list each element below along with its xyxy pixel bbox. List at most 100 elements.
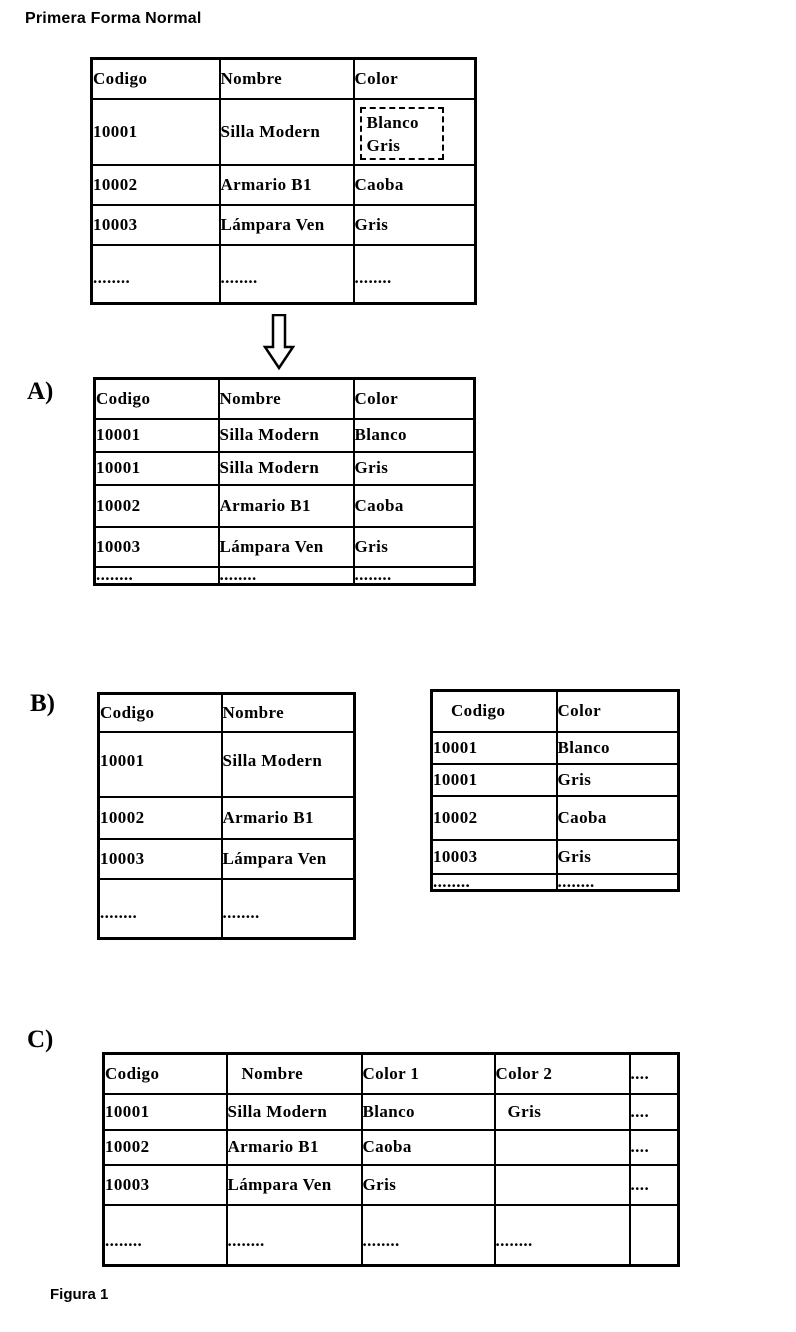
- column-header-color: Color: [555, 689, 680, 733]
- ellipsis-row: ........ ........ ........: [90, 243, 477, 305]
- header-row: Codigo Nombre: [97, 692, 356, 733]
- cell-nombre: Lámpara Ven: [218, 203, 355, 246]
- color-value: Blanco: [366, 113, 419, 132]
- section-label-b: B): [30, 690, 55, 717]
- cell-color: Caoba: [352, 163, 477, 206]
- multivalue-attribute-box: Blanco Gris: [359, 107, 444, 160]
- cell-codigo: 10001: [93, 450, 220, 486]
- cell-codigo: 10001: [430, 730, 558, 765]
- cell-color1: Blanco: [360, 1092, 496, 1131]
- cell-more: ....: [628, 1128, 680, 1166]
- cell-color: Gris: [555, 838, 680, 875]
- ellipsis-row: ........ ........ ........: [93, 565, 476, 586]
- header-row: Codigo Nombre Color: [93, 377, 476, 420]
- cell-color: Caoba: [555, 794, 680, 841]
- cell-codigo: 10001: [430, 762, 558, 797]
- table-row: 10001 Silla Modern Blanco Gris ....: [102, 1092, 680, 1131]
- cell-ellipsis: ........: [493, 1203, 631, 1267]
- cell-nombre: Armario B1: [220, 795, 356, 840]
- cell-color: Gris: [352, 525, 476, 568]
- cell-codigo: 10002: [97, 795, 223, 840]
- section-label-c: C): [27, 1026, 54, 1053]
- cell-codigo: 10001: [90, 97, 221, 166]
- table-row: 10003 Lámpara Ven Gris: [90, 203, 477, 246]
- column-header-color: Color: [352, 57, 477, 100]
- ellipsis-row: ........ ........: [430, 872, 680, 892]
- header-row: Codigo Color: [430, 689, 680, 733]
- cell-ellipsis: ........: [352, 565, 476, 586]
- cell-codigo: 10002: [102, 1128, 228, 1166]
- table-option-b-products: Codigo Nombre 10001 Silla Modern 10002 A…: [97, 692, 356, 940]
- column-header-nombre: Nombre: [220, 692, 356, 733]
- cell-codigo: 10003: [97, 837, 223, 880]
- cell-ellipsis: ........: [555, 872, 680, 892]
- cell-codigo: 10003: [430, 838, 558, 875]
- cell-ellipsis: ........: [225, 1203, 363, 1267]
- cell-ellipsis: ........: [218, 243, 355, 305]
- cell-ellipsis: ........: [93, 565, 220, 586]
- cell-codigo: 10002: [430, 794, 558, 841]
- column-header-more: ....: [628, 1052, 680, 1095]
- cell-ellipsis: ........: [430, 872, 558, 892]
- cell-nombre: Silla Modern: [220, 730, 356, 798]
- table-row: 10002 Caoba: [430, 794, 680, 841]
- cell-color: Gris: [352, 450, 476, 486]
- page-title: Primera Forma Normal: [25, 10, 202, 27]
- table-option-c: Codigo Nombre Color 1 Color 2 .... 10001…: [102, 1052, 680, 1267]
- column-header-codigo: Codigo: [90, 57, 221, 100]
- cell-ellipsis: ........: [217, 565, 355, 586]
- table-row: 10002 Armario B1: [97, 795, 356, 840]
- cell-ellipsis: ........: [352, 243, 477, 305]
- cell-color2-empty: [493, 1163, 631, 1206]
- cell-color1: Gris: [360, 1163, 496, 1206]
- cell-nombre: Silla Modern: [225, 1092, 363, 1131]
- cell-color: Caoba: [352, 483, 476, 528]
- table-row: 10002 Armario B1 Caoba: [90, 163, 477, 206]
- cell-codigo: 10001: [93, 417, 220, 453]
- cell-color2-empty: [493, 1128, 631, 1166]
- cell-ellipsis: ........: [97, 877, 223, 940]
- section-label-a: A): [27, 378, 54, 405]
- cell-nombre: Armario B1: [225, 1128, 363, 1166]
- figure-caption: Figura 1: [50, 1286, 109, 1303]
- cell-nombre: Silla Modern: [217, 417, 355, 453]
- down-arrow-icon: [262, 314, 296, 370]
- color-value: Gris: [366, 136, 401, 155]
- table-row: 10001 Gris: [430, 762, 680, 797]
- cell-more: ....: [628, 1092, 680, 1131]
- cell-codigo: 10001: [102, 1092, 228, 1131]
- cell-color: Blanco: [352, 417, 476, 453]
- table-row: 10001 Silla Modern Blanco Gris: [90, 97, 477, 166]
- table-row: 10001 Silla Modern Gris: [93, 450, 476, 486]
- column-header-color2: Color 2: [493, 1052, 631, 1095]
- cell-color1: Caoba: [360, 1128, 496, 1166]
- cell-ellipsis: ........: [360, 1203, 496, 1267]
- cell-ellipsis: ........: [220, 877, 356, 940]
- cell-nombre: Armario B1: [217, 483, 355, 528]
- column-header-nombre: Nombre: [218, 57, 355, 100]
- cell-ellipsis: ........: [90, 243, 221, 305]
- table-row: 10001 Silla Modern: [97, 730, 356, 798]
- cell-color-multivalue: Blanco Gris: [352, 97, 477, 166]
- table-row: 10001 Silla Modern Blanco: [93, 417, 476, 453]
- cell-nombre: Silla Modern: [217, 450, 355, 486]
- cell-nombre: Silla Modern: [218, 97, 355, 166]
- table-row: 10002 Armario B1 Caoba ....: [102, 1128, 680, 1166]
- cell-codigo: 10001: [97, 730, 223, 798]
- column-header-codigo: Codigo: [430, 689, 558, 733]
- column-header-color1: Color 1: [360, 1052, 496, 1095]
- cell-nombre: Lámpara Ven: [225, 1163, 363, 1206]
- table-option-a: Codigo Nombre Color 10001 Silla Modern B…: [93, 377, 476, 586]
- cell-codigo: 10003: [93, 525, 220, 568]
- ellipsis-row: ........ ........: [97, 877, 356, 940]
- unnormalized-table: Codigo Nombre Color 10001 Silla Modern B…: [90, 57, 477, 305]
- table-row: 10002 Armario B1 Caoba: [93, 483, 476, 528]
- cell-nombre: Lámpara Ven: [220, 837, 356, 880]
- cell-ellipsis: ........: [102, 1203, 228, 1267]
- column-header-codigo: Codigo: [102, 1052, 228, 1095]
- cell-more: ....: [628, 1163, 680, 1206]
- cell-codigo: 10003: [90, 203, 221, 246]
- cell-color: Gris: [555, 762, 680, 797]
- column-header-nombre: Nombre: [225, 1052, 363, 1095]
- cell-codigo: 10003: [102, 1163, 228, 1206]
